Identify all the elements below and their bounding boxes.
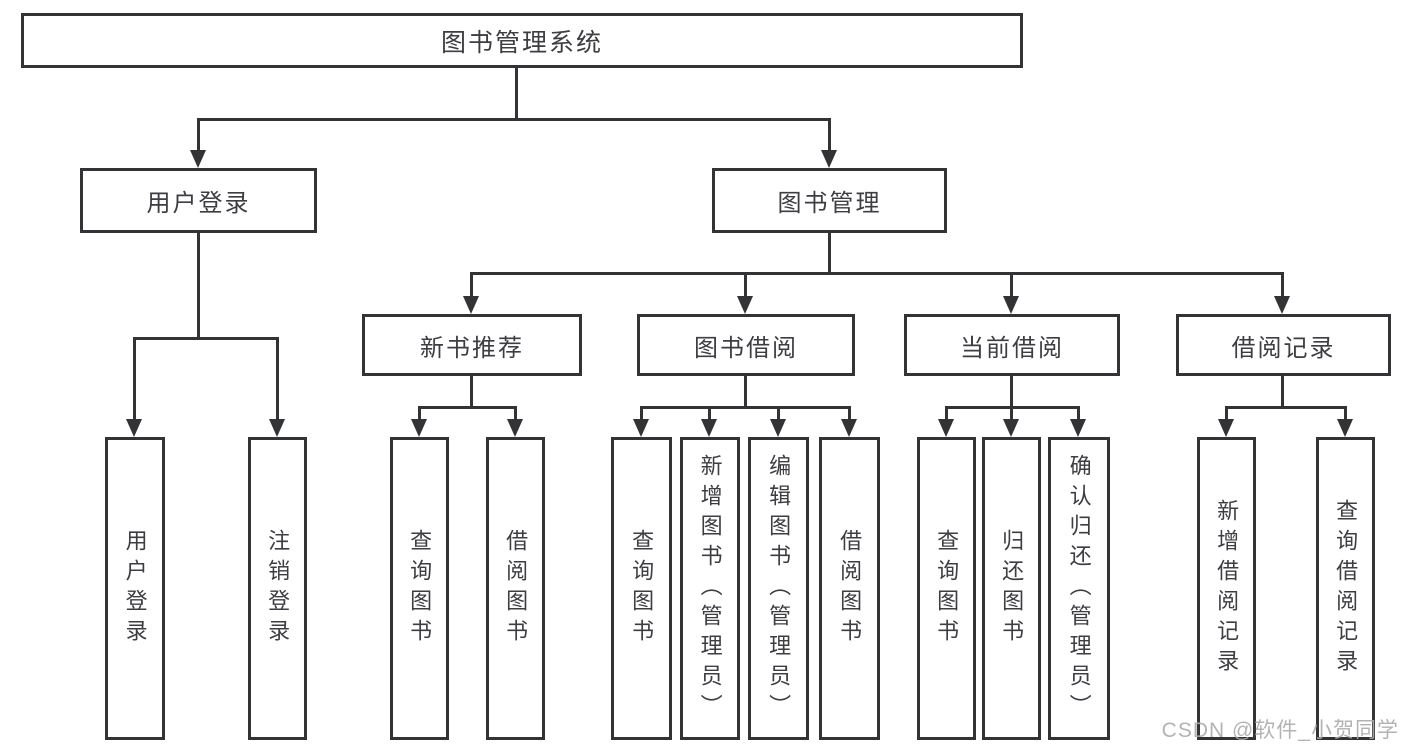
leaf-query-books-current: 查询图书 bbox=[917, 437, 976, 740]
node-label: 查询图书 bbox=[934, 528, 960, 649]
connector-to-borrow-records bbox=[1281, 272, 1284, 300]
node-label: 新书推荐 bbox=[420, 334, 524, 362]
csdn-watermark: CSDN @软件_小贺同学 bbox=[1161, 719, 1399, 742]
connector-leaf-stem bbox=[945, 406, 948, 422]
node-label: 借阅记录 bbox=[1231, 334, 1336, 362]
arrowhead-leaf bbox=[770, 419, 786, 437]
leaf-query-borrow-record: 查询借阅记录 bbox=[1316, 437, 1375, 740]
arrowhead-login-leaf bbox=[126, 419, 142, 437]
arrowhead-leaf bbox=[411, 419, 427, 437]
leaf-return-books: 归还图书 bbox=[982, 437, 1041, 740]
arrowhead-user-login bbox=[190, 150, 206, 168]
connector-user-login-stem bbox=[197, 233, 200, 337]
arrowhead-leaf bbox=[633, 419, 649, 437]
leaf-user-login: 用户登录 bbox=[105, 437, 165, 740]
connector-leaf-stem bbox=[418, 406, 421, 422]
node-label: 用户登录 bbox=[122, 528, 148, 649]
node-label: 确认归还（管理员） bbox=[1066, 453, 1092, 724]
node-label: 当前借阅 bbox=[960, 334, 1064, 362]
arrowhead-leaf bbox=[701, 419, 717, 437]
connector-borrow-records-stem bbox=[1281, 376, 1284, 406]
node-label: 查询图书 bbox=[629, 528, 655, 649]
connector-to-logout-leaf bbox=[276, 337, 279, 421]
node-library-management-system: 图书管理系统 bbox=[21, 13, 1023, 68]
arrowhead-new-book-recommend bbox=[463, 296, 479, 314]
node-label: 图书管理 bbox=[777, 190, 882, 217]
connector-new-book-stem bbox=[470, 376, 473, 406]
node-label: 归还图书 bbox=[999, 528, 1025, 649]
connector-leaf-stem bbox=[514, 406, 517, 422]
connector-to-new-book-recommend bbox=[470, 272, 473, 300]
node-borrow-records: 借阅记录 bbox=[1176, 314, 1391, 376]
node-book-borrow: 图书借阅 bbox=[637, 314, 855, 376]
connector-to-login-leaf bbox=[133, 337, 136, 421]
arrowhead-leaf bbox=[1070, 419, 1086, 437]
node-label: 查询图书 bbox=[407, 528, 433, 649]
connector-leaf-stem bbox=[1010, 406, 1013, 422]
node-current-borrow: 当前借阅 bbox=[904, 314, 1120, 376]
arrowhead-leaf bbox=[507, 419, 523, 437]
connector-book-management-stem bbox=[828, 233, 831, 272]
connector-leaf-stem bbox=[640, 406, 643, 422]
connector-book-management-rail bbox=[470, 272, 1284, 275]
node-label: 图书借阅 bbox=[694, 334, 798, 362]
node-label: 图书管理系统 bbox=[440, 28, 603, 57]
connector-leaf-stem bbox=[848, 406, 851, 422]
connector-current-borrow-stem bbox=[1010, 376, 1013, 406]
node-label: 注销登录 bbox=[265, 528, 291, 649]
leaf-query-books-recommend: 查询图书 bbox=[390, 437, 449, 740]
connector-book-borrow-stem bbox=[744, 376, 747, 406]
node-label: 新增图书（管理员） bbox=[697, 453, 723, 724]
connector-leaf-stem bbox=[777, 406, 780, 422]
connector-to-current-borrow bbox=[1010, 272, 1013, 300]
connector-to-book-management bbox=[828, 118, 831, 153]
node-new-book-recommend: 新书推荐 bbox=[362, 314, 582, 376]
arrowhead-leaf bbox=[1337, 419, 1353, 437]
arrowhead-borrow-records bbox=[1274, 296, 1290, 314]
node-label: 编辑图书（管理员） bbox=[766, 453, 792, 724]
arrowhead-book-management bbox=[821, 150, 837, 168]
connector-borrow-records-rail bbox=[1225, 406, 1347, 409]
arrowhead-book-borrow bbox=[737, 296, 753, 314]
node-label: 借阅图书 bbox=[503, 528, 529, 649]
connector-to-user-login bbox=[197, 118, 200, 153]
connector-root-stem bbox=[515, 68, 518, 118]
node-user-login: 用户登录 bbox=[80, 168, 317, 233]
leaf-borrow-books-recommend: 借阅图书 bbox=[486, 437, 545, 740]
node-label: 借阅图书 bbox=[837, 528, 863, 649]
connector-leaf-stem bbox=[1077, 406, 1080, 422]
connector-to-book-borrow bbox=[744, 272, 747, 300]
connector-root-rail bbox=[197, 118, 831, 121]
arrowhead-current-borrow bbox=[1003, 296, 1019, 314]
leaf-logout: 注销登录 bbox=[248, 437, 307, 740]
leaf-query-books-borrow: 查询图书 bbox=[611, 437, 672, 740]
leaf-edit-books-admin: 编辑图书（管理员） bbox=[748, 437, 809, 740]
node-label: 用户登录 bbox=[146, 190, 251, 217]
leaf-add-borrow-record: 新增借阅记录 bbox=[1197, 437, 1256, 740]
leaf-add-books-admin: 新增图书（管理员） bbox=[680, 437, 740, 740]
node-book-management: 图书管理 bbox=[712, 168, 947, 233]
arrowhead-logout-leaf bbox=[269, 419, 285, 437]
node-label: 新增借阅记录 bbox=[1214, 498, 1240, 679]
connector-leaf-stem bbox=[1344, 406, 1347, 422]
arrowhead-leaf bbox=[841, 419, 857, 437]
leaf-borrow-books: 借阅图书 bbox=[819, 437, 880, 740]
connector-book-borrow-rail bbox=[640, 406, 850, 409]
arrowhead-leaf bbox=[938, 419, 954, 437]
connector-leaf-stem bbox=[1225, 406, 1228, 422]
arrowhead-leaf bbox=[1218, 419, 1234, 437]
node-label: 查询借阅记录 bbox=[1333, 498, 1359, 679]
arrowhead-leaf bbox=[1003, 419, 1019, 437]
leaf-confirm-return-admin: 确认归还（管理员） bbox=[1048, 437, 1110, 740]
connector-user-login-rail bbox=[133, 337, 278, 340]
connector-leaf-stem bbox=[708, 406, 711, 422]
connector-new-book-rail bbox=[418, 406, 517, 409]
